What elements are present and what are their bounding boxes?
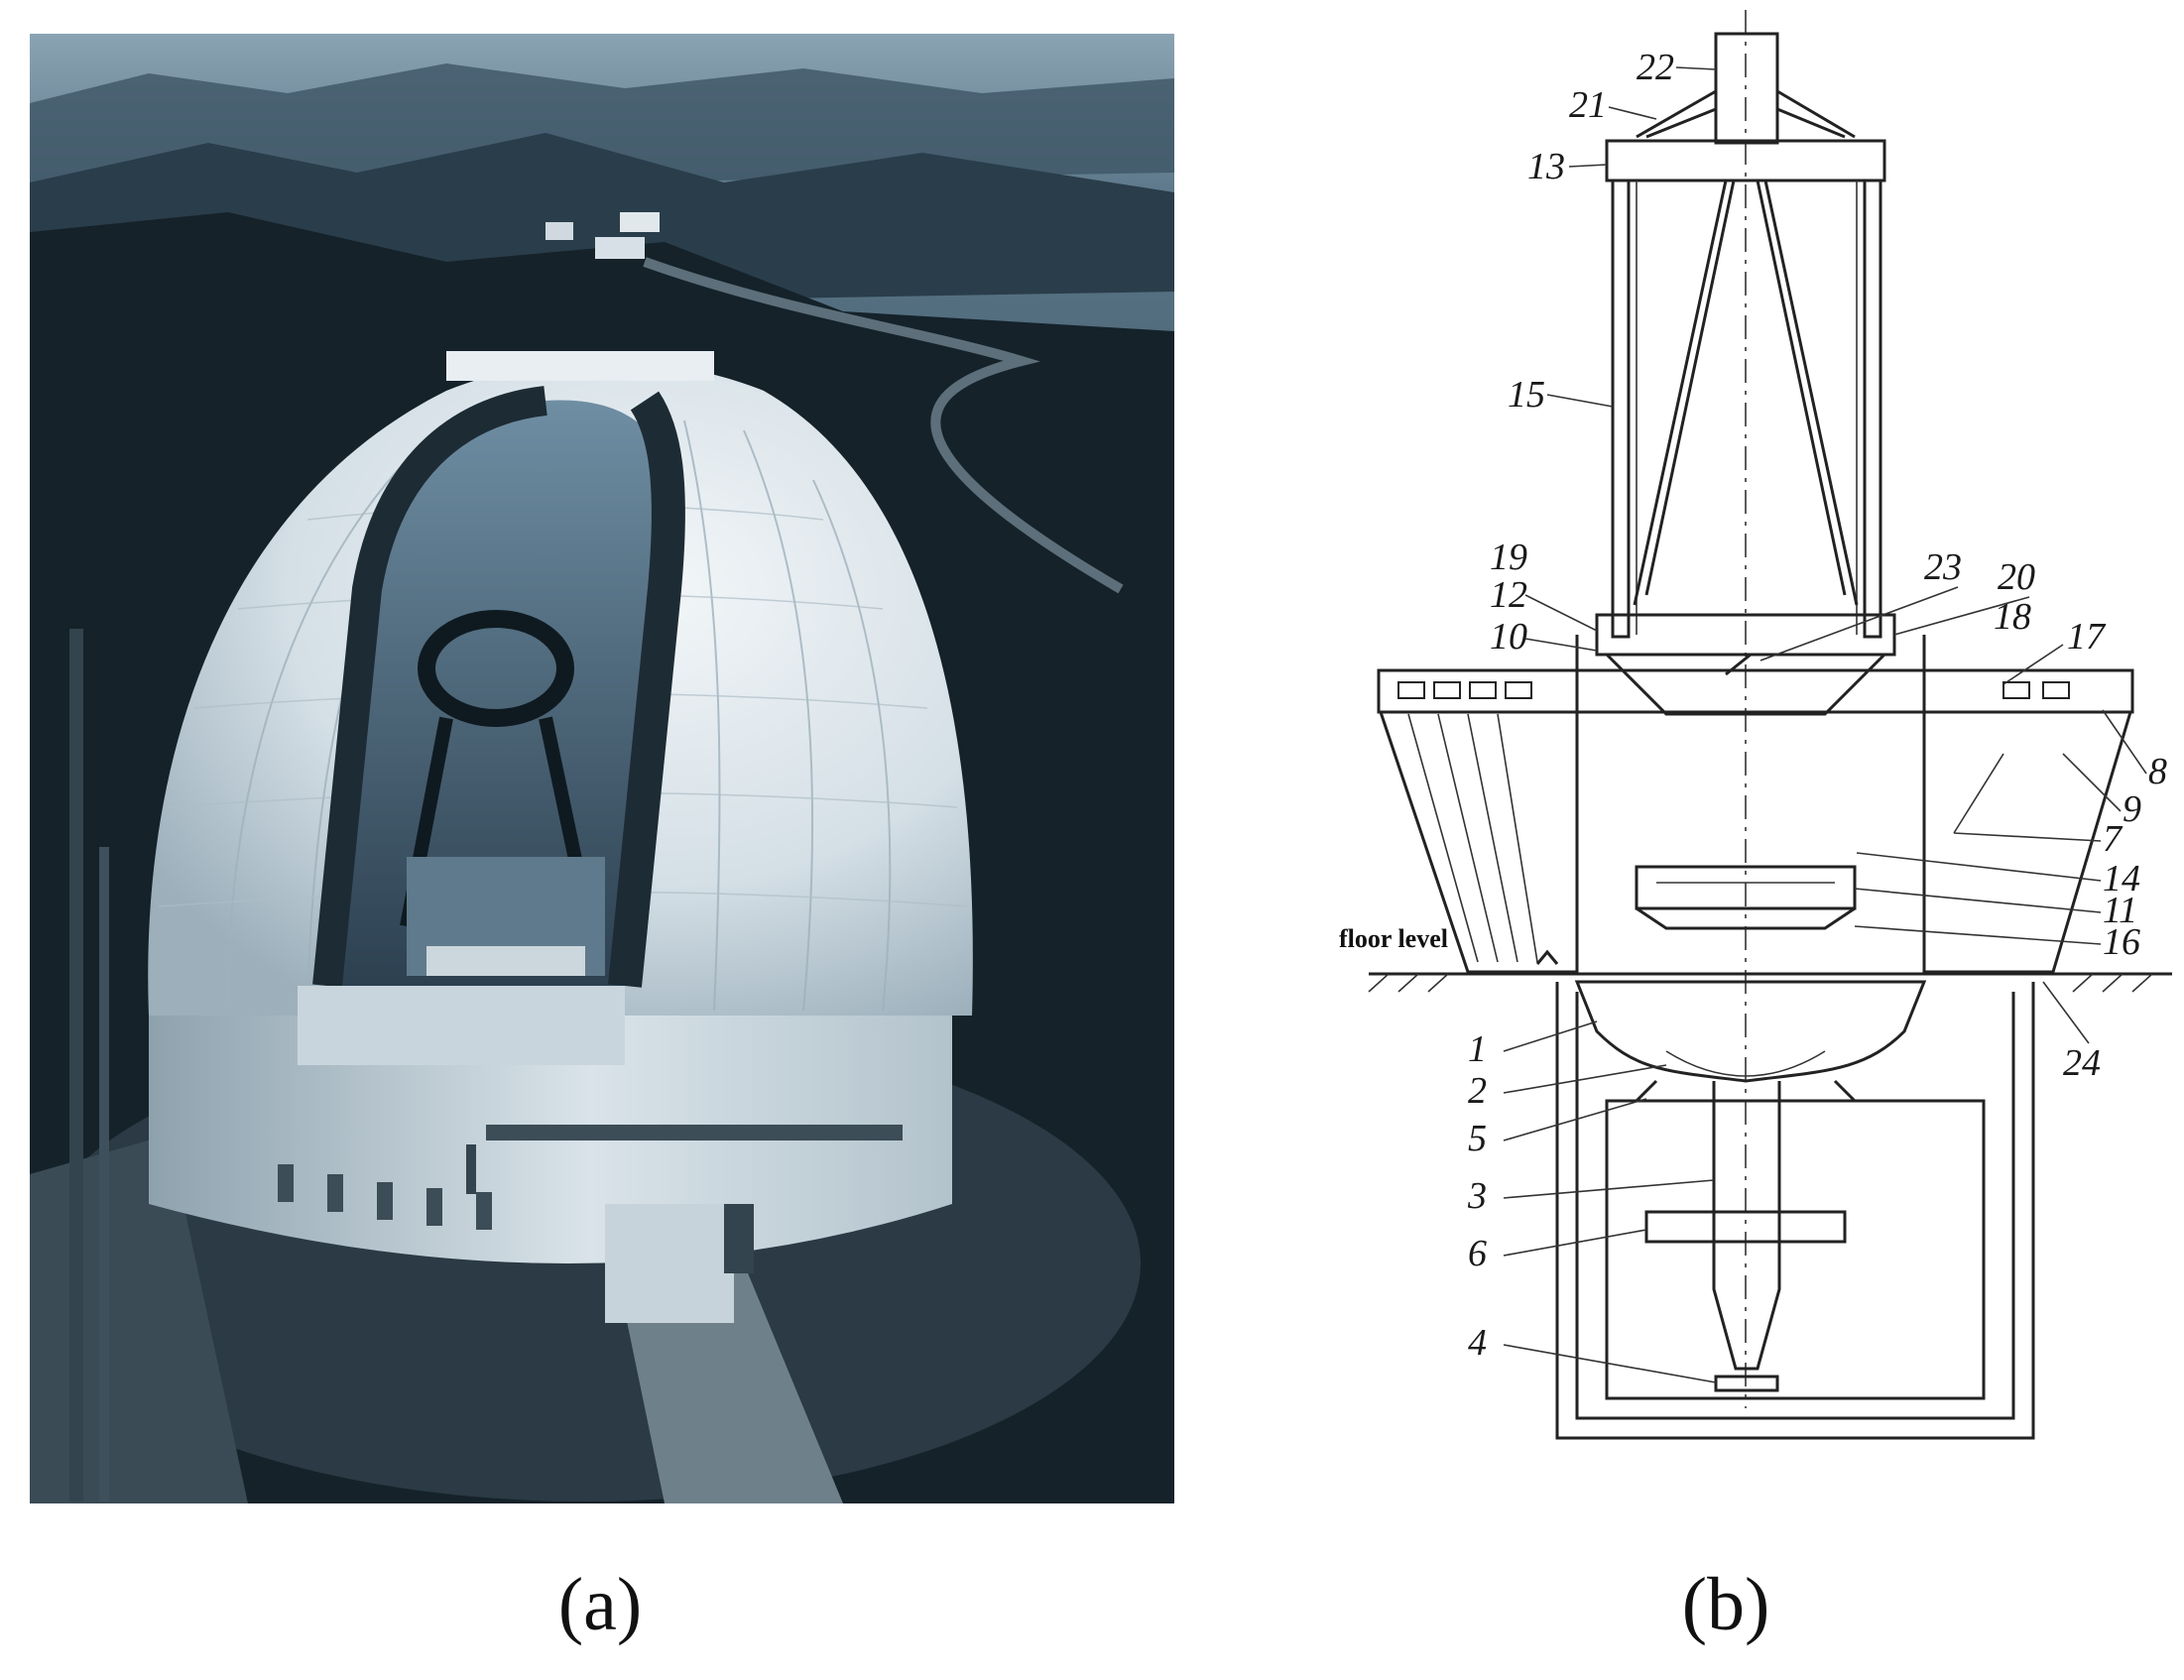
part-labels: 22 21 13 15 19 12 10 23 20 18 17 8 9 7 1… (1339, 47, 2167, 1364)
label-6: 6 (1468, 1233, 1487, 1274)
floor-level-label: floor level (1339, 924, 1448, 953)
caption-b: (b) (1681, 1563, 1770, 1646)
label-10: 10 (1490, 616, 1527, 658)
label-21: 21 (1569, 84, 1607, 126)
truss-right (1863, 179, 1882, 639)
label-16: 16 (2103, 921, 2140, 963)
vertical-column (1712, 1081, 1781, 1371)
label-19: 19 (1490, 537, 1527, 578)
telescope-cross-section-diagram: 22 21 13 15 19 12 10 23 20 18 17 8 9 7 1… (1339, 10, 2172, 1440)
truss-left (1611, 179, 1631, 639)
label-4: 4 (1468, 1322, 1487, 1364)
label-18: 18 (1994, 596, 2031, 638)
label-23: 23 (1924, 546, 1962, 588)
label-1: 1 (1468, 1028, 1487, 1070)
label-9: 9 (2123, 788, 2141, 830)
cell-cone (1605, 653, 1886, 716)
base-bearing (1714, 1375, 1779, 1392)
observatory-dome-image (30, 34, 1174, 1503)
label-5: 5 (1468, 1118, 1487, 1159)
thrust-bearing (1644, 1210, 1847, 1244)
floor-level-marker (1535, 949, 1559, 965)
label-11: 11 (2103, 890, 2137, 931)
label-14: 14 (2103, 858, 2140, 900)
observatory-photo (30, 34, 1174, 1503)
lower-chamber (1605, 1099, 1986, 1400)
azimuth-base (1574, 980, 1927, 1083)
label-17: 17 (2067, 616, 2107, 658)
label-12: 12 (1490, 574, 1527, 616)
caption-a: (a) (557, 1563, 643, 1646)
label-20: 20 (1998, 556, 2035, 598)
prime-focus-cabin (1714, 32, 1779, 145)
label-8: 8 (2148, 751, 2167, 792)
label-24: 24 (2063, 1042, 2101, 1084)
fork-left (1379, 635, 1579, 974)
primary-mirror-cell (1635, 865, 1857, 910)
telescope-schematic: 22 21 13 15 19 12 10 23 20 18 17 8 9 7 1… (1309, 0, 2182, 1458)
label-22: 22 (1637, 47, 1674, 88)
top-ring (1605, 139, 1886, 182)
pit-wall (1555, 982, 2035, 1440)
label-7: 7 (2103, 818, 2123, 860)
label-13: 13 (1527, 146, 1565, 187)
label-15: 15 (1508, 374, 1545, 416)
label-2: 2 (1468, 1070, 1487, 1112)
serrurier-truss (1644, 180, 1847, 596)
leader-lines (1503, 66, 2147, 1383)
label-3: 3 (1467, 1175, 1487, 1217)
platform (1377, 668, 2134, 714)
fork-right (1922, 635, 2132, 974)
spider-vanes (1636, 89, 1856, 139)
